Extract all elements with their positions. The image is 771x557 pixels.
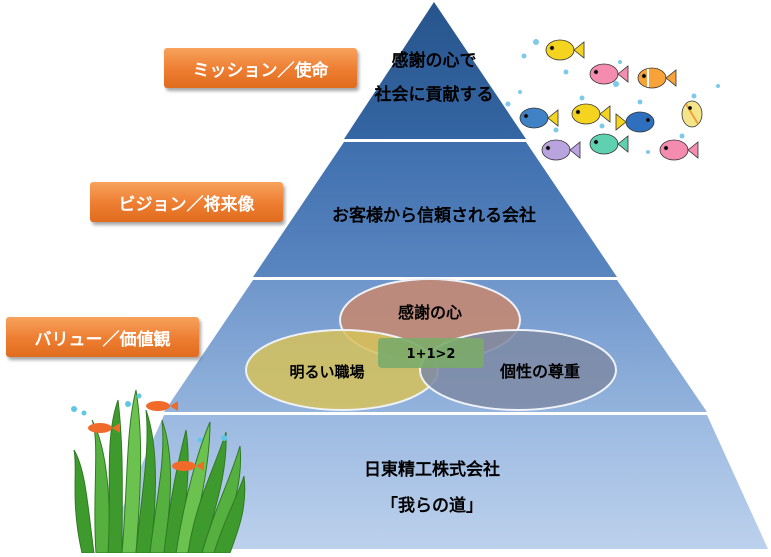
venn-label-top: 感謝の心: [398, 303, 462, 322]
vision-label: ビジョン／将来像: [90, 182, 283, 222]
base-text-line1: 日東精工株式会社: [364, 459, 500, 480]
bubble-icon: [71, 393, 227, 443]
venn-label-left: 明るい職場: [289, 363, 364, 381]
venn-overlap-area: [378, 338, 484, 368]
venn-label-right: 個性の尊重: [499, 362, 580, 381]
venn-label-center: 1+1>2: [407, 347, 456, 362]
tropical-fish-icon: [505, 39, 720, 161]
mission-text-line2: 社会に貢献する: [374, 84, 494, 105]
seaweed-icon: [73, 389, 246, 554]
orange-fish-icon: [88, 401, 204, 471]
vision-text: お客様から信頼される会社: [332, 205, 536, 226]
pyramid-tier-base: [104, 415, 768, 549]
pyramid-tier-mission: [344, 2, 526, 139]
mission-label: ミッション／使命: [164, 48, 357, 88]
base-text-line2: 「我らの道」: [381, 495, 483, 516]
value-label: バリュー／価値観: [6, 317, 199, 357]
mission-text-line1: 感謝の心で: [392, 50, 477, 71]
pyramid-tier-vision: [253, 142, 617, 277]
